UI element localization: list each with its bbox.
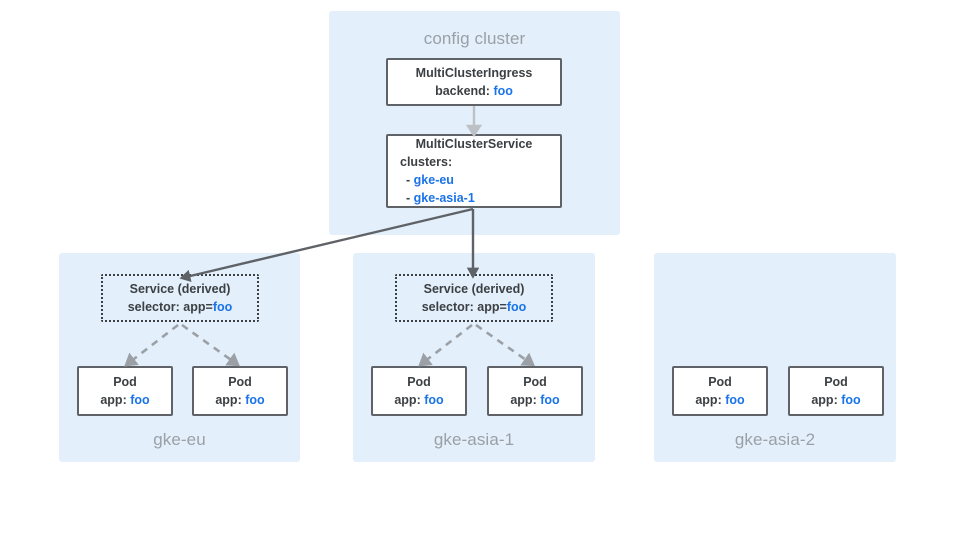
multiclusteringress-title: MultiClusterIngress <box>415 65 533 80</box>
multiclusterservice-cluster-value: gke-eu <box>413 173 454 187</box>
pod-app-value: foo <box>424 393 444 407</box>
panel-config-cluster-label: config cluster <box>423 29 526 48</box>
pod-app: app: foo <box>510 391 559 409</box>
panel-gke-asia-1: gke-asia-1 <box>353 253 595 462</box>
pod-app-label: app: <box>394 393 421 407</box>
multiclusterservice-clusters-label: clusters: <box>400 154 453 169</box>
service-derived-title: Service (derived) <box>423 281 525 296</box>
multiclusterservice-box[interactable]: MultiClusterService clusters: - gke-eu -… <box>386 134 562 208</box>
service-derived-selector-label: selector: app= <box>421 300 507 314</box>
pod-app-label: app: <box>811 393 838 407</box>
pod-app-label: app: <box>215 393 242 407</box>
pod-app-label: app: <box>100 393 127 407</box>
list-bullet: - <box>406 191 411 206</box>
pod-box[interactable]: Pod app: foo <box>77 366 173 416</box>
multiclusteringress-backend: backend: foo <box>435 82 513 100</box>
pod-app-label: app: <box>510 393 537 407</box>
multiclusteringress-backend-value: foo <box>493 84 513 98</box>
pod-app: app: foo <box>394 391 443 409</box>
pod-box[interactable]: Pod app: foo <box>672 366 768 416</box>
pod-app: app: foo <box>100 391 149 409</box>
pod-app-value: foo <box>130 393 150 407</box>
pod-app-value: foo <box>725 393 745 407</box>
service-derived-title: Service (derived) <box>129 281 231 296</box>
service-derived-box-gke-asia-1[interactable]: Service (derived) selector: app=foo <box>395 274 553 322</box>
multiclusterservice-cluster-item: - gke-asia-1 <box>388 189 475 207</box>
panel-gke-asia-1-label: gke-asia-1 <box>433 430 515 449</box>
pod-box[interactable]: Pod app: foo <box>192 366 288 416</box>
list-bullet: - <box>406 173 411 187</box>
pod-box[interactable]: Pod app: foo <box>371 366 467 416</box>
pod-app: app: foo <box>695 391 744 409</box>
pod-title: Pod <box>228 374 252 389</box>
pod-title: Pod <box>113 374 137 389</box>
service-derived-selector: selector: app=foo <box>422 298 527 316</box>
service-derived-selector-value: foo <box>506 300 527 314</box>
pod-app-value: foo <box>841 393 861 407</box>
multiclusteringress-backend-label: backend: <box>435 84 490 98</box>
pod-title: Pod <box>523 374 547 389</box>
service-derived-selector: selector: app=foo <box>128 298 233 316</box>
service-derived-selector-label: selector: app= <box>127 300 213 314</box>
panel-gke-asia-2-label: gke-asia-2 <box>734 430 816 449</box>
pod-title: Pod <box>824 374 848 389</box>
service-derived-selector-value: foo <box>212 300 233 314</box>
pod-app-value: foo <box>245 393 265 407</box>
pod-app: app: foo <box>215 391 264 409</box>
multiclusterservice-cluster-value: gke-asia-1 <box>413 191 475 206</box>
multiclusteringress-box[interactable]: MultiClusterIngress backend: foo <box>386 58 562 106</box>
panel-gke-eu-label: gke-eu <box>153 430 206 449</box>
panel-gke-asia-2: gke-asia-2 <box>654 253 896 462</box>
multiclusterservice-cluster-item: - gke-eu <box>388 171 454 189</box>
pod-app: app: foo <box>811 391 860 409</box>
pod-app-label: app: <box>695 393 722 407</box>
pod-title: Pod <box>708 374 732 389</box>
service-derived-box-gke-eu[interactable]: Service (derived) selector: app=foo <box>101 274 259 322</box>
panel-gke-eu: gke-eu <box>59 253 300 462</box>
pod-box[interactable]: Pod app: foo <box>788 366 884 416</box>
pod-title: Pod <box>407 374 431 389</box>
pod-box[interactable]: Pod app: foo <box>487 366 583 416</box>
multiclusterservice-title: MultiClusterService <box>415 136 533 151</box>
pod-app-value: foo <box>540 393 560 407</box>
